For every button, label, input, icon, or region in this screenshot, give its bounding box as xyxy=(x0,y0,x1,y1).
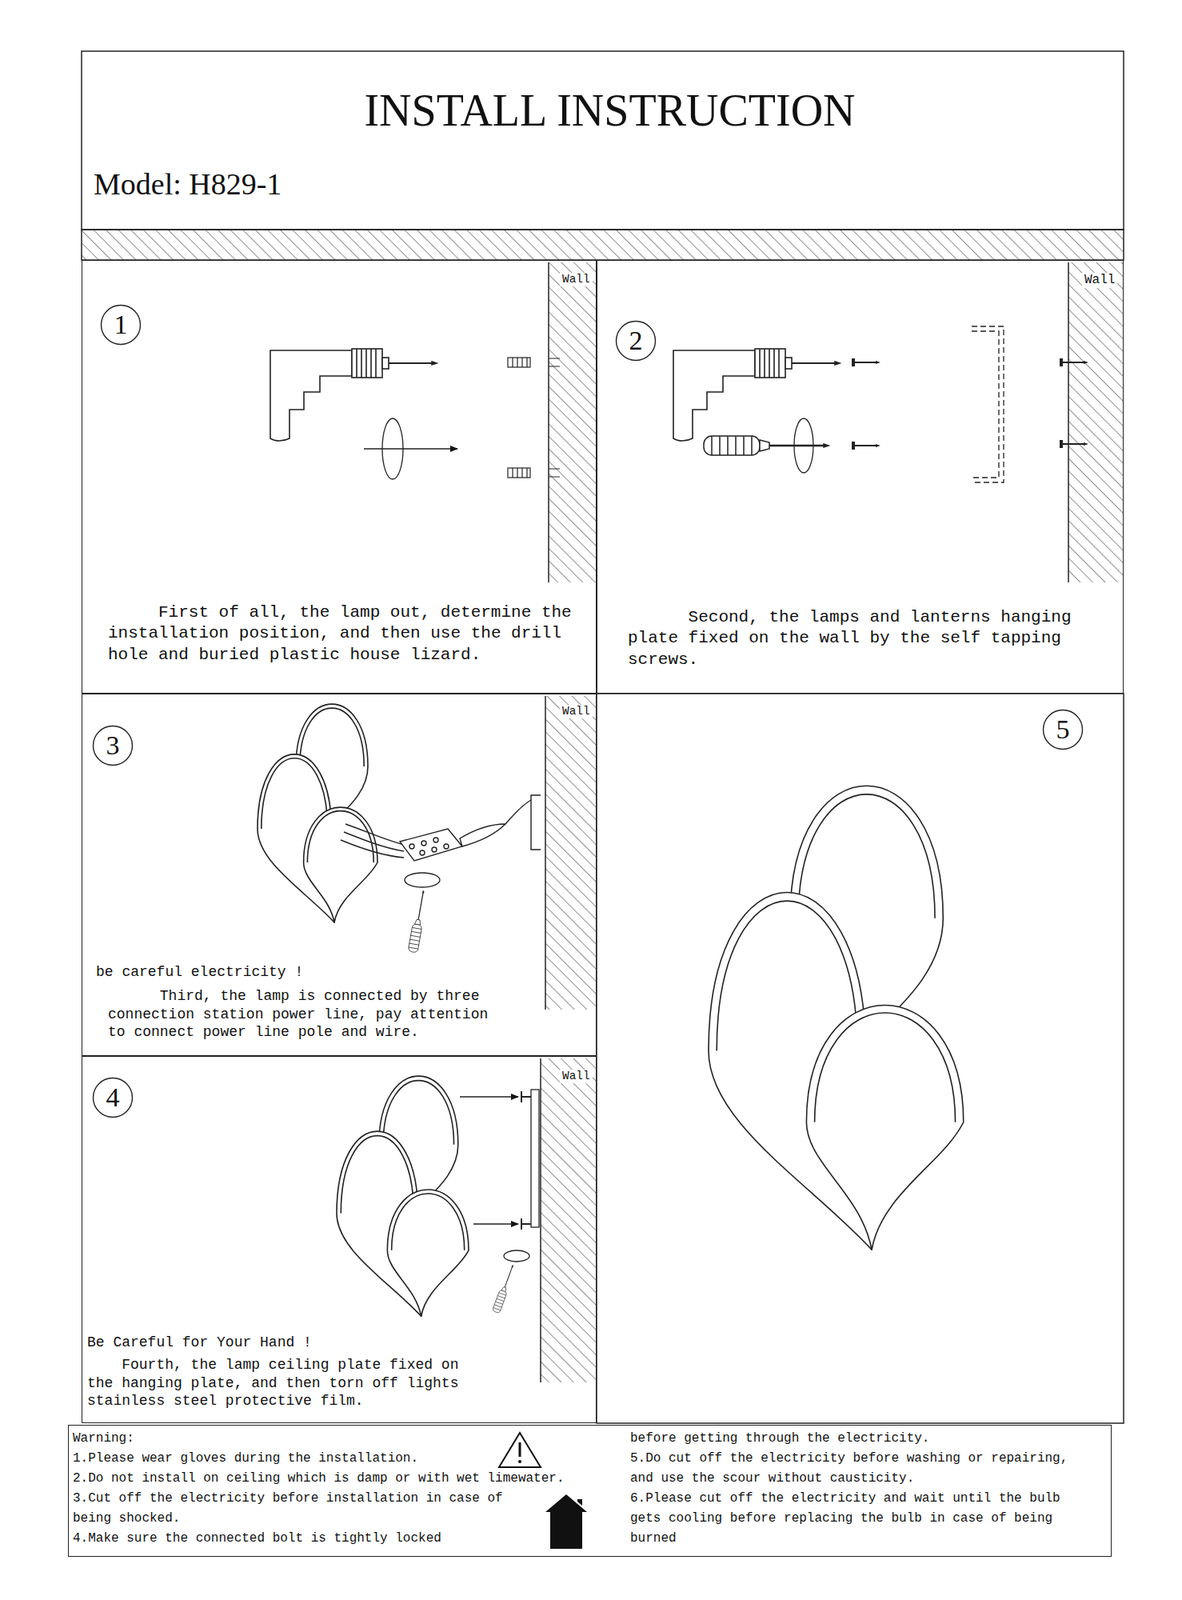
screw xyxy=(1059,439,1089,448)
screw xyxy=(1059,358,1089,367)
model-label: Model: H829-1 xyxy=(93,167,282,202)
warning-text: 4.Make sure the connected bolt is tightl… xyxy=(72,1528,580,1549)
house-icon xyxy=(545,1493,588,1549)
circle-outline-shape xyxy=(101,305,141,345)
drill-hole xyxy=(548,358,560,477)
callout-number: 5 xyxy=(1056,715,1071,743)
hanging-plate xyxy=(531,1089,540,1227)
text-slot: be careful electricity ! xyxy=(95,962,304,982)
circle-outline-shape xyxy=(93,726,133,766)
step-caption: Second, the lamps and lanterns hanging p… xyxy=(627,606,1097,671)
hanging-plate xyxy=(971,326,1004,483)
direction-arrow xyxy=(459,1095,519,1097)
text-slot: Wall xyxy=(559,272,593,287)
text-slot: First of all, the lamp out, determine th… xyxy=(107,602,577,666)
lamp-figure xyxy=(708,785,964,1250)
circle-outline-shape xyxy=(93,1078,133,1118)
text-slot: 2 xyxy=(614,319,657,362)
callout-number: 4 xyxy=(106,1083,120,1111)
screwdriver-figure xyxy=(703,435,829,456)
text-slot: Wall xyxy=(559,704,593,719)
lamp-figure xyxy=(257,703,378,923)
wall-section xyxy=(540,262,1123,1382)
warning-column: Warning:1.Please wear gloves during the … xyxy=(72,1428,580,1549)
step-caption: Fourth, the lamp ceiling plate fixed on … xyxy=(87,1355,489,1410)
warning-text: 2.Do not install on ceiling which is dam… xyxy=(72,1468,580,1489)
wall-plug xyxy=(507,357,531,368)
wall-label: Wall xyxy=(1082,272,1118,288)
circle-outline-shape xyxy=(1043,710,1083,750)
screwdriver-figure xyxy=(407,889,428,953)
warning-text: 5.Do cut off the electricity before wash… xyxy=(630,1448,1076,1489)
warning-text: before getting through the electricity. xyxy=(630,1428,1076,1449)
header-frame xyxy=(81,51,1124,230)
caution-note: Be Careful for Your Hand ! xyxy=(87,1333,312,1352)
warning-heading: Warning: xyxy=(72,1428,580,1449)
callout-number: 3 xyxy=(106,731,120,759)
wall-label: Wall xyxy=(559,272,593,287)
caution-note: be careful electricity ! xyxy=(95,962,304,982)
hatch-band xyxy=(81,229,1124,260)
text-slot: Third, the lamp is connected by three co… xyxy=(107,986,510,1042)
rotation-mark xyxy=(794,418,814,473)
text-slot: 1 xyxy=(99,303,142,346)
page-title: INSTALL INSTRUCTION xyxy=(95,87,1124,133)
text-slot: 4 xyxy=(91,1076,134,1119)
callout-circle: 4 xyxy=(91,1076,134,1119)
wall-plug xyxy=(507,467,531,478)
warning-text: 6.Please cut off the electricity and wai… xyxy=(630,1488,1076,1549)
text-slot: 3 xyxy=(91,724,134,767)
warning-text: 1.Please wear gloves during the installa… xyxy=(72,1448,580,1469)
callout-circle: 5 xyxy=(1042,708,1084,751)
text-slot: Second, the lamps and lanterns hanging p… xyxy=(627,606,1097,671)
text-slot: Wall xyxy=(1082,272,1118,288)
lamp-figure xyxy=(336,1075,469,1316)
wall-label: Wall xyxy=(559,1069,593,1083)
text-slot: Wall xyxy=(559,1069,593,1083)
step-caption: First of all, the lamp out, determine th… xyxy=(107,602,577,666)
warning-text: 3.Cut off the electricity before install… xyxy=(72,1488,534,1529)
warning-column: before getting through the electricity.5… xyxy=(630,1428,1076,1549)
warning-icon xyxy=(499,1432,541,1467)
step-panel: WallFirst of all, the lamp out, determin… xyxy=(81,259,597,694)
panel-frame xyxy=(596,693,1124,1423)
warning-box: Warning:1.Please wear gloves during the … xyxy=(67,1424,1112,1557)
wall-label: Wall xyxy=(559,704,593,719)
power-wiring xyxy=(340,794,541,861)
text-slot: 5 xyxy=(1042,708,1084,751)
step-panel: Wall Be Careful for Your Hand ! Fourth, th… xyxy=(81,1055,597,1423)
screw xyxy=(851,358,881,367)
drill-figure xyxy=(673,348,840,441)
circle-outline-shape xyxy=(616,321,656,361)
direction-arrow xyxy=(473,1222,519,1224)
step-panel: WallSecond, the lamps and lanterns hangi… xyxy=(596,259,1124,694)
text-slot: Model: H829-1 xyxy=(93,167,282,202)
text-slot: Fourth, the lamp ceiling plate fixed on … xyxy=(87,1355,489,1410)
callout-number: 1 xyxy=(114,311,128,339)
callout-circle: 3 xyxy=(91,724,134,767)
rotation-mark xyxy=(404,872,440,887)
screwdriver-figure xyxy=(491,1263,516,1314)
callout-number: 2 xyxy=(629,327,643,355)
step-caption: Third, the lamp is connected by three co… xyxy=(107,986,510,1042)
callout-circle: 1 xyxy=(99,303,142,346)
bolt xyxy=(521,1090,532,1230)
screw xyxy=(851,441,881,450)
text-slot: Be Careful for Your Hand ! xyxy=(87,1333,312,1352)
step-panel: Wall be careful electricity ! Third, the l… xyxy=(81,693,597,1056)
callout-circle: 2 xyxy=(614,319,657,362)
text-slot: INSTALL INSTRUCTION xyxy=(95,87,1124,133)
direction-arrow xyxy=(363,447,458,449)
rotation-mark xyxy=(503,1249,530,1262)
drill-figure xyxy=(270,348,437,441)
